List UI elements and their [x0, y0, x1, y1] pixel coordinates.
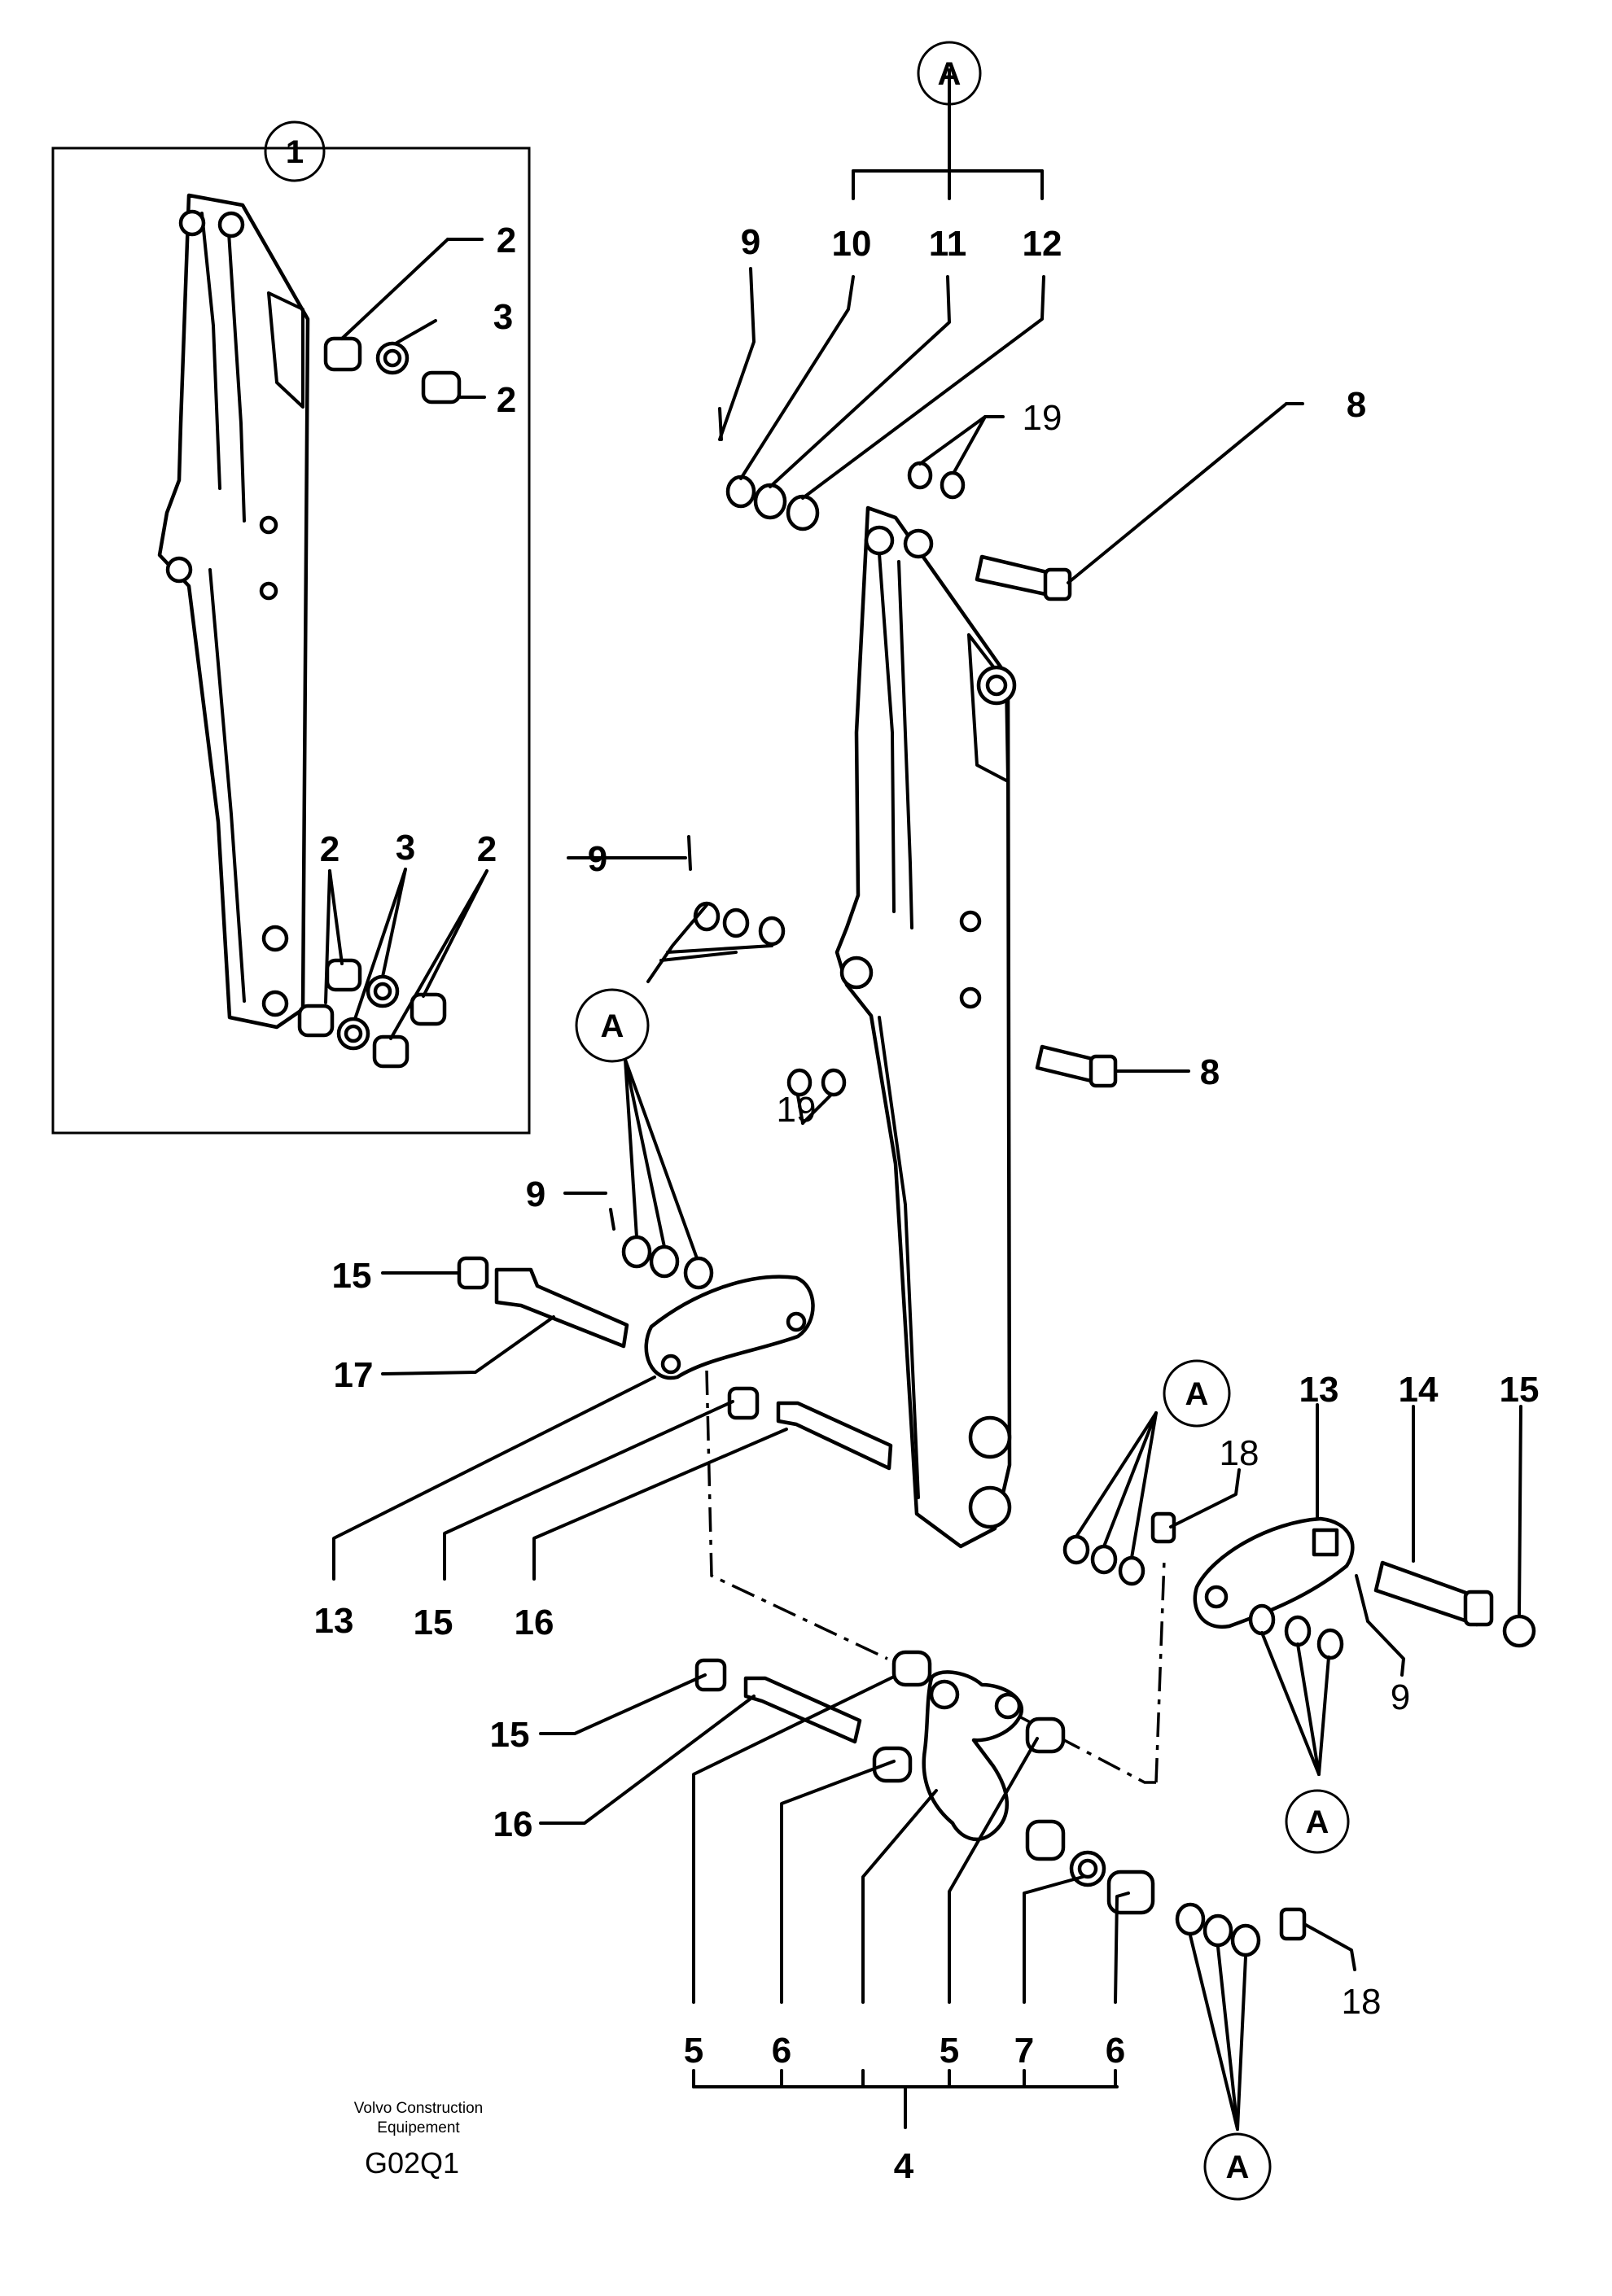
ref-label-a-mid: A — [601, 1008, 624, 1044]
callout-9: 9 — [526, 1174, 545, 1214]
right-lower-shims — [1248, 1603, 1344, 1660]
callout-3: 3 — [396, 828, 415, 868]
callout-15: 15 — [1500, 1370, 1540, 1410]
callout-3: 3 — [493, 297, 513, 337]
ref-label-a-bottom: A — [1226, 2149, 1250, 2185]
callout-17: 17 — [334, 1355, 374, 1395]
callout-13: 13 — [314, 1601, 354, 1641]
callout-16: 16 — [515, 1603, 554, 1642]
callout-13: 13 — [1299, 1370, 1339, 1410]
callout-4: 4 — [894, 2146, 914, 2186]
ref-circle-1: 1 — [264, 120, 326, 182]
callout-5: 5 — [940, 2031, 959, 2071]
callout-2: 2 — [497, 221, 516, 260]
ref-circle-a-right-lower: A — [1285, 1789, 1350, 1854]
link-plate-13-left — [644, 1275, 815, 1380]
callout-15: 15 — [414, 1603, 453, 1642]
pin-14 — [1373, 1560, 1494, 1627]
callout-14: 14 — [1399, 1370, 1439, 1410]
inset-bushings-bottom — [297, 958, 447, 1069]
right-shim-group — [1062, 1511, 1176, 1586]
pin-16-center — [727, 1386, 893, 1471]
callout-11: 11 — [929, 224, 967, 264]
ref-label-1: 1 — [286, 134, 304, 170]
callout-6: 6 — [772, 2031, 791, 2071]
callout-5: 5 — [684, 2031, 703, 2071]
callout-18: 18 — [1342, 1982, 1382, 2022]
callout-2: 2 — [497, 380, 516, 420]
callout-19: 19 — [777, 1090, 817, 1130]
callout-9: 9 — [741, 222, 760, 262]
mid-left-shim-group — [609, 835, 847, 1290]
pin-17 — [457, 1256, 629, 1349]
callout-7: 7 — [1014, 2031, 1034, 2071]
ref-label-a-right: A — [1185, 1376, 1209, 1412]
callout-8: 8 — [1347, 385, 1366, 425]
ref-circle-a-top: A — [917, 41, 982, 106]
callout-15: 15 — [332, 1256, 372, 1296]
footer-brand-line2: Equipement — [377, 2119, 460, 2136]
inset-bushings-top — [323, 336, 462, 405]
callout-19: 19 — [1023, 398, 1062, 438]
bottom-right-shims — [1175, 1902, 1307, 1957]
callout-18: 18 — [1220, 1433, 1259, 1473]
pin-16-bottom — [694, 1658, 862, 1744]
callout-8: 8 — [1200, 1052, 1220, 1092]
callout-15: 15 — [490, 1715, 530, 1755]
drawing-code: G02Q1 — [365, 2146, 459, 2180]
callout-16: 16 — [493, 1804, 533, 1844]
callout-9: 9 — [1391, 1677, 1410, 1717]
callout-6: 6 — [1106, 2031, 1125, 2071]
ref-label-a-right-lower: A — [1306, 1804, 1329, 1840]
ref-circle-a-bottom: A — [1203, 2132, 1272, 2201]
pin-8-mid — [1035, 1044, 1118, 1088]
main-dipper-arm — [834, 505, 1017, 1549]
ref-circle-a-right: A — [1163, 1359, 1231, 1428]
callout-12: 12 — [1023, 224, 1062, 264]
callout-10: 10 — [832, 224, 872, 264]
callout-9: 9 — [588, 839, 607, 879]
callout-2: 2 — [320, 829, 339, 869]
bucket-link-assembly-4 — [872, 1650, 1155, 1915]
inset-detail-box — [51, 147, 531, 1135]
footer-brand-line1: Volvo Construction — [354, 2100, 483, 2117]
top-shim-group — [718, 407, 966, 531]
ref-label-a-top: A — [938, 56, 962, 92]
callout-2: 2 — [477, 829, 497, 869]
nut-15-right — [1502, 1614, 1536, 1648]
ref-circle-a-mid: A — [575, 988, 650, 1063]
pin-8-top — [975, 554, 1072, 601]
inset-dipper-arm — [157, 193, 310, 1030]
link-plate-13-right — [1193, 1516, 1355, 1629]
